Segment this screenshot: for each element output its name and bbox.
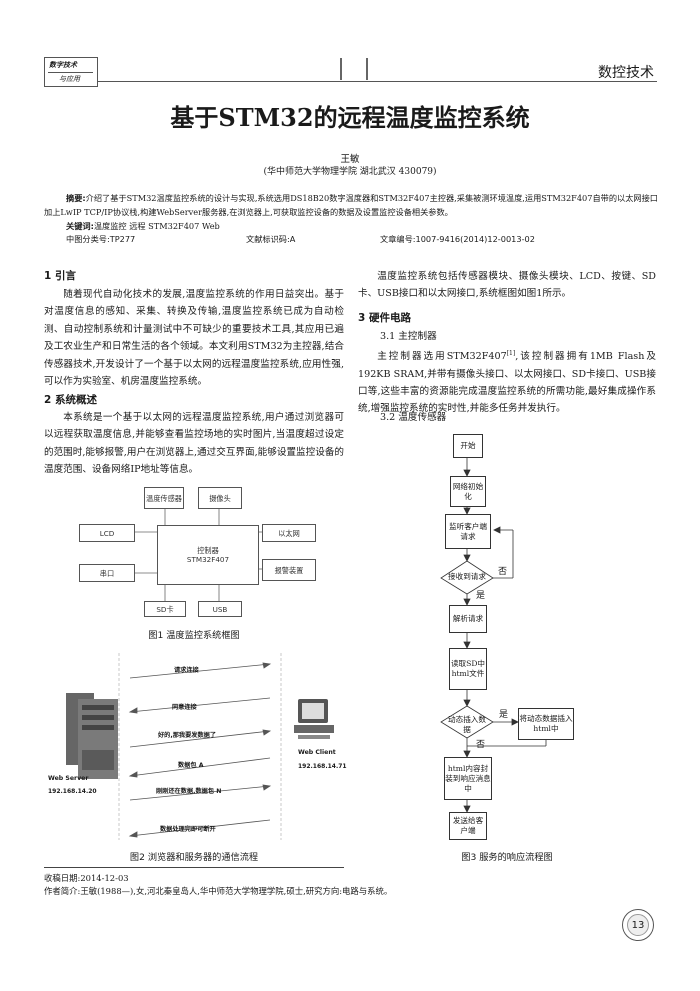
page-title: 基于STM32的远程温度监控系统 xyxy=(170,103,530,132)
abstract-text: 介绍了基于STM32温度监控系统的设计与实现,系统选用DS18B20数字温度器和… xyxy=(44,193,658,217)
citation-1: [1] xyxy=(506,350,516,357)
keywords-text: 温度监控 远程 STM32F407 Web xyxy=(93,221,220,231)
keywords-label: 关键词: xyxy=(66,221,94,231)
block-ethernet: 以太网 xyxy=(262,524,316,542)
flow-insert-data: 将动态数据插入html中 xyxy=(518,708,574,740)
flow-receive-request: 接收到请求 xyxy=(448,572,486,581)
page-number: 13 xyxy=(627,914,649,936)
flow-label-yes-1: 是 xyxy=(476,591,486,601)
msg-request-connect: 请求连接 xyxy=(174,667,199,674)
flow-package-response: html内容封装到响应消息中 xyxy=(444,757,492,800)
abstract-label: 摘要: xyxy=(66,193,86,203)
subsection-3-2: 3.2 温度传感器 xyxy=(380,412,447,423)
journal-logo: 数字技术 与应用 xyxy=(44,57,98,87)
section-3-heading: 3 硬件电路 xyxy=(358,312,411,324)
flow-dynamic-insert: 动态插入数据 xyxy=(448,715,486,734)
client-computer-icon xyxy=(294,699,334,739)
logo-line1: 数字技术 xyxy=(49,61,77,69)
document-code: 文献标识码:A xyxy=(246,234,296,244)
header-rule xyxy=(97,81,657,82)
msg-packet-n: 刚刚还在数据,数据包 N xyxy=(156,788,222,795)
section-2-heading: 2 系统概述 xyxy=(44,394,97,406)
block-temp-sensor: 温度传感器 xyxy=(144,487,184,509)
block-lcd: LCD xyxy=(79,524,135,542)
figure-3-connectors xyxy=(440,456,547,813)
msg-start-send: 好的,那我要发数据了 xyxy=(158,732,217,739)
controller-line1: 控制器 xyxy=(197,546,219,555)
figure-2-caption: 图2 浏览器和服务器的通信流程 xyxy=(129,852,259,863)
section-2-paragraph: 本系统是一个基于以太网的远程温度监控系统,用户通过浏览器可以远程获取温度信息,并… xyxy=(44,412,345,476)
flow-read-sd-html: 读取SD中html文件 xyxy=(449,648,487,690)
section-1-paragraph: 随着现代自动化技术的发展,温度监控系统的作用日益突出。基于对温度信息的感知、采集… xyxy=(44,289,344,388)
server-label: Web Server xyxy=(48,775,89,782)
article-number: 文章编号:1007-9416(2014)12-0013-02 xyxy=(380,234,535,244)
footnote-rule xyxy=(44,867,344,868)
p31-part-b: ,该控制器拥有1MB Flash及192KB SRAM,并带有摄像头接口、以太网… xyxy=(358,351,656,415)
section-1-heading: 1 引言 xyxy=(44,270,76,282)
block-serial: 串口 xyxy=(79,564,135,582)
figure-3-flowchart: 开始 网络初始化 监听客户端请求 接收到请求 解析请求 读取SD中html文件 … xyxy=(420,428,620,840)
affiliation: (华中师范大学物理学院 湖北武汉 430079) xyxy=(263,167,437,177)
flow-start: 开始 xyxy=(453,434,483,458)
block-usb: USB xyxy=(198,601,242,617)
right-intro-paragraph: 温度监控系统包括传感器模块、摄像头模块、LCD、按键、SD卡、USB接口和以太网… xyxy=(358,271,656,300)
p31-part-a: 主控制器选用STM32F407 xyxy=(377,351,507,363)
client-ip: 192.168.14.71 xyxy=(298,763,347,770)
block-controller: 控制器 STM32F407 xyxy=(157,525,259,585)
server-ip: 192.168.14.20 xyxy=(48,788,97,795)
footnote-received: 收稿日期:2014-12-03 xyxy=(44,873,129,883)
footnote-author-bio: 作者简介:王敏(1988—),女,河北秦皇岛人,华中师范大学物理学院,硕士,研究… xyxy=(44,886,393,896)
block-camera: 摄像头 xyxy=(198,487,242,509)
figure-2-communication-flow: 请求连接 同意连接 好的,那我要发数据了 数据包 A 刚刚还在数据,数据包 N … xyxy=(44,645,347,845)
controller-line2: STM32F407 xyxy=(186,555,230,564)
flow-parse-request: 解析请求 xyxy=(449,605,487,633)
msg-packet-a: 数据包 A xyxy=(178,762,204,769)
figure-2-graphic xyxy=(66,653,334,840)
block-sd-card: SD卡 xyxy=(144,601,186,617)
clc-number: 中图分类号:TP277 xyxy=(66,234,136,244)
figure-3-caption: 图3 服务的响应流程图 xyxy=(461,852,553,863)
page-number-badge: 13 xyxy=(622,909,654,941)
subsection-3-1-paragraph: 主控制器选用STM32F407[1],该控制器拥有1MB Flash及192KB… xyxy=(358,345,656,418)
header-bars xyxy=(340,58,368,80)
author: 王敏 xyxy=(340,154,360,165)
block-alarm: 报警装置 xyxy=(262,559,316,581)
msg-disconnect: 数据处理完即可断开 xyxy=(160,826,216,833)
flow-listen-client: 监听客户端请求 xyxy=(445,514,491,549)
keywords: 关键词:温度监控 远程 STM32F407 Web xyxy=(66,220,220,232)
abstract: 摘要:介绍了基于STM32温度监控系统的设计与实现,系统选用DS18B20数字温… xyxy=(44,192,658,219)
flow-network-init: 网络初始化 xyxy=(450,476,486,507)
figure-1-block-diagram: 温度传感器 摄像头 LCD 控制器 STM32F407 以太网 串口 报警装置 … xyxy=(79,483,336,621)
subsection-3-1: 3.1 主控制器 xyxy=(380,331,437,342)
flow-label-no-1: 否 xyxy=(498,567,508,577)
msg-accept-connect: 同意连接 xyxy=(172,704,197,711)
logo-line2: 与应用 xyxy=(59,75,80,83)
figure-1-caption: 图1 温度监控系统框图 xyxy=(148,630,240,641)
section-label: 数控技术 xyxy=(598,65,654,81)
server-icon xyxy=(66,693,118,779)
flow-send-client: 发送给客户端 xyxy=(449,812,487,840)
client-label: Web Client xyxy=(298,749,336,756)
flow-label-yes-2: 是 xyxy=(499,710,509,720)
flow-label-no-2: 否 xyxy=(476,740,486,750)
